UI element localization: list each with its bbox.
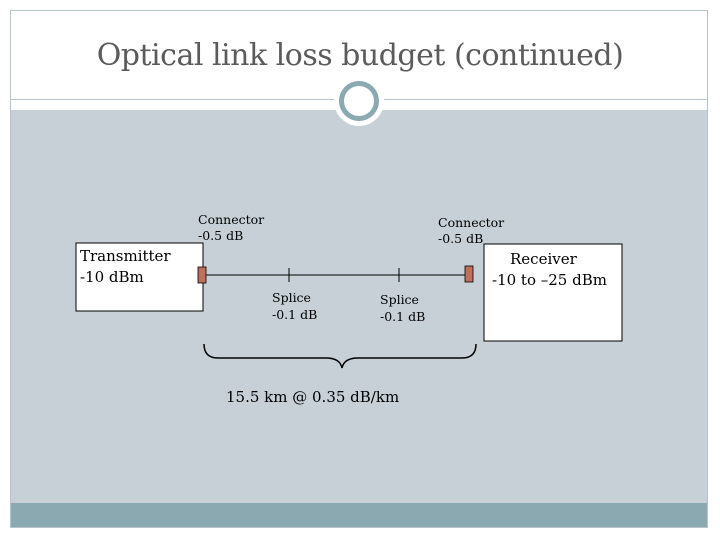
connector-right-marker (464, 265, 474, 283)
receiver-range: -10 to –25 dBm (492, 271, 607, 289)
connector-left-name: Connector (198, 212, 265, 227)
span-brace (203, 343, 477, 369)
connector-right-loss: -0.5 dB (438, 231, 484, 246)
transmitter-name: Transmitter (80, 247, 171, 265)
fiber-span-label: 15.5 km @ 0.35 dB/km (226, 388, 400, 406)
receiver-box (483, 243, 623, 342)
circle-ornament-icon (339, 81, 379, 121)
splice-1-loss: -0.1 dB (272, 307, 318, 322)
footer-bar (11, 503, 707, 527)
splice-2-name: Splice (380, 292, 419, 307)
splice-1-name: Splice (272, 290, 311, 305)
transmitter-box (75, 242, 204, 312)
transmitter-power: -10 dBm (80, 268, 144, 286)
connector-right-name: Connector (438, 215, 505, 230)
receiver-name: Receiver (510, 250, 577, 268)
splice-2-loss: -0.1 dB (380, 309, 426, 324)
connector-left-loss: -0.5 dB (198, 228, 244, 243)
slide-title: Optical link loss budget (continued) (96, 38, 624, 73)
title-ornament (334, 76, 384, 126)
connector-left-marker (197, 266, 207, 284)
